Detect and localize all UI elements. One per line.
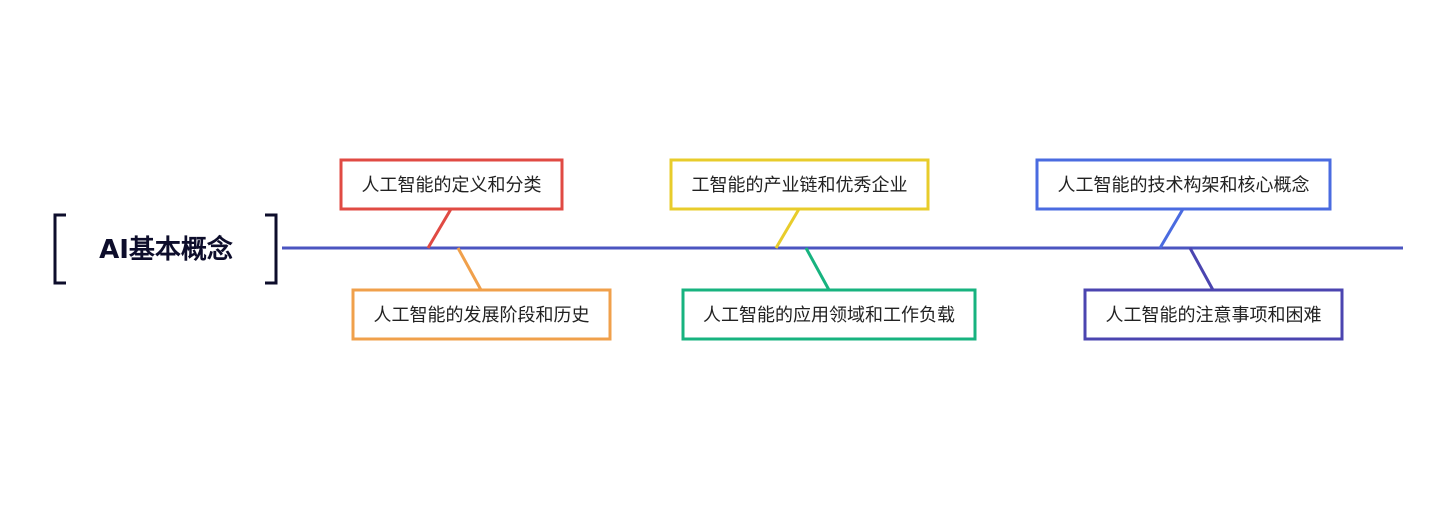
branch-box [339, 158, 564, 211]
branch-label: 人工智能的应用领域和工作负载 [703, 305, 955, 326]
branch-industry[interactable]: 工智能的产业链和优秀企业 [669, 158, 930, 249]
branch-definition[interactable]: 人工智能的定义和分类 [339, 158, 564, 249]
branch-box [1083, 288, 1344, 341]
branch-label: 工智能的产业链和优秀企业 [692, 175, 908, 196]
branch-connector [804, 247, 831, 291]
branch-label: 人工智能的发展阶段和历史 [374, 305, 590, 326]
root-label: AI基本概念 [99, 234, 233, 265]
root-topic[interactable]: AI基本概念 [53, 213, 278, 285]
root-right-bracket [265, 213, 278, 285]
branch-architecture[interactable]: 人工智能的技术构架和核心概念 [1035, 158, 1332, 249]
branch-applications[interactable]: 人工智能的应用领域和工作负载 [681, 247, 977, 341]
branch-cautions[interactable]: 人工智能的注意事项和困难 [1083, 247, 1344, 341]
branch-label: 人工智能的定义和分类 [362, 175, 542, 196]
branch-label: 人工智能的注意事项和困难 [1106, 305, 1322, 326]
branch-box [669, 158, 930, 211]
branch-connector [1158, 208, 1185, 249]
branch-label: 人工智能的技术构架和核心概念 [1058, 174, 1310, 196]
branch-box [681, 288, 977, 341]
branch-box [1035, 158, 1332, 211]
root-left-bracket [53, 213, 66, 285]
branch-connector [456, 247, 483, 291]
branch-connector [1188, 247, 1215, 291]
branch-connector [426, 208, 453, 249]
branch-history[interactable]: 人工智能的发展阶段和历史 [351, 247, 612, 341]
branch-box [351, 288, 612, 341]
branch-connector [774, 208, 801, 249]
